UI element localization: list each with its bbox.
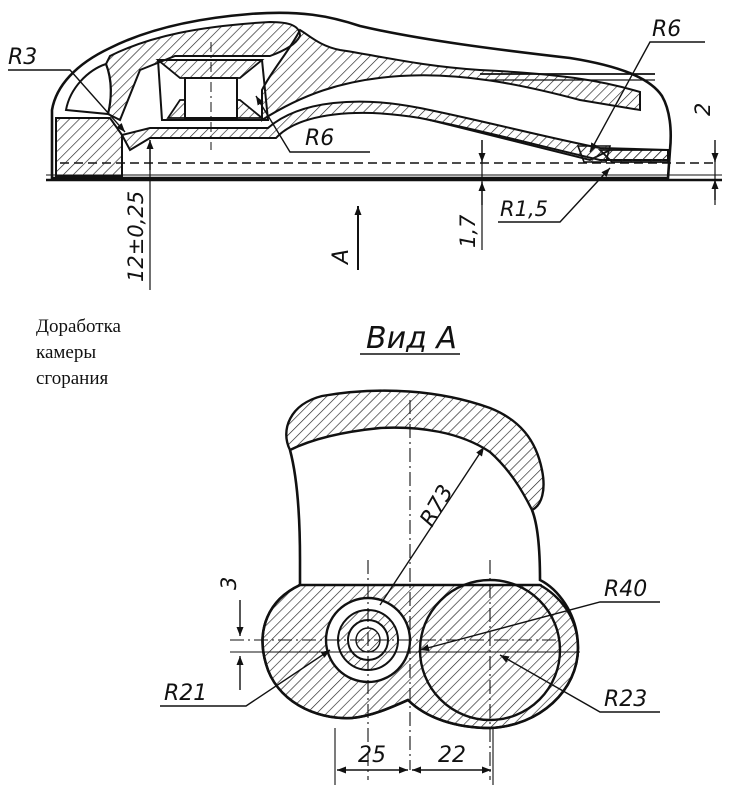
- r1-5-leader: [498, 167, 611, 223]
- label-r23: R23: [604, 687, 647, 712]
- right-block-hatch: [597, 149, 669, 163]
- view-title: Вид А: [366, 321, 457, 356]
- label-dim-25: 25: [358, 743, 386, 768]
- valve-seat-hatch: [155, 59, 265, 79]
- label-r40: R40: [604, 577, 647, 602]
- left-wall-hatch: [55, 117, 123, 177]
- r6-mid-leader: [255, 95, 370, 153]
- label-dim-2: 2: [691, 103, 715, 116]
- r23-leader: [499, 654, 660, 713]
- head-cross-section: [46, 11, 722, 290]
- r6-top-leader: [589, 41, 705, 153]
- caption-line-3: сгорания: [36, 368, 109, 389]
- label-r1-5: R1,5: [500, 197, 548, 221]
- label-r73: R73: [416, 481, 459, 531]
- section-dimensions: [8, 41, 719, 270]
- caption-text: Доработка камеры сгорания: [36, 314, 121, 392]
- label-r6-mid: R6: [305, 126, 334, 151]
- section-outline: [50, 11, 673, 180]
- r73-leader: [379, 446, 485, 606]
- r3-leader: [8, 69, 126, 133]
- label-dim-3: 3: [217, 577, 241, 590]
- plan-dimensions: [160, 446, 660, 785]
- label-view-a: A: [329, 249, 354, 266]
- label-r6-top: R6: [652, 17, 681, 42]
- r40-leader: [419, 601, 660, 652]
- upper-crescent-hatch: [285, 389, 545, 512]
- caption-line-2: камеры: [36, 342, 97, 363]
- label-dim-1-7: 1,7: [456, 214, 480, 248]
- label-r21: R21: [164, 681, 207, 706]
- chamber-plan-view: [230, 389, 580, 780]
- caption-line-1: Доработка: [36, 316, 121, 337]
- label-dim-12: 12±0,25: [124, 191, 148, 282]
- label-r3: R3: [8, 45, 37, 70]
- chamber-roof-hatch: [261, 28, 641, 122]
- label-dim-22: 22: [438, 743, 466, 768]
- r21-leader: [160, 649, 331, 707]
